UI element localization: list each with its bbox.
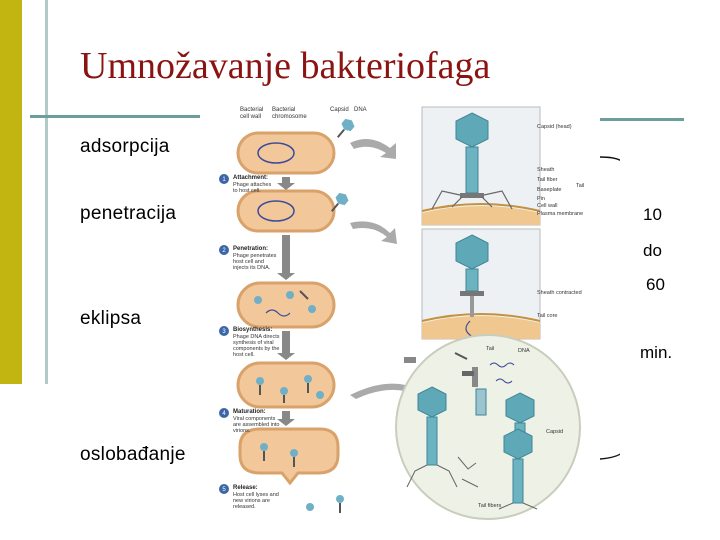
label-pin: Pin <box>537 196 545 202</box>
svg-text:Host cell lyses and: Host cell lyses and <box>233 492 279 498</box>
svg-text:Maturation:: Maturation: <box>233 409 266 415</box>
inset-label-tail-fibers: Tail fibers <box>478 503 501 509</box>
svg-text:4: 4 <box>222 411 226 417</box>
label-sheath-contracted: Sheath contracted <box>537 290 582 296</box>
svg-text:Phage DNA directs: Phage DNA directs <box>233 334 280 340</box>
arrow-to-detail-2 <box>350 221 397 244</box>
label-baseplate: Baseplate <box>537 187 561 193</box>
title-underline-left <box>30 115 200 118</box>
label-bacterial-cell-wall-1: Bacterial <box>240 107 263 113</box>
label-bacterial-chromosome-1: Bacterial <box>272 107 295 113</box>
label-capsid-head: Capsid (head) <box>537 124 572 130</box>
side-accent-bar <box>0 0 22 384</box>
cell-penetration <box>236 189 349 233</box>
svg-text:Phage attaches: Phage attaches <box>233 182 271 188</box>
svg-text:Biosynthesis:: Biosynthesis: <box>233 327 272 333</box>
step-1: 1 Attachment: Phage attaches to host cel… <box>219 174 271 194</box>
bacteriophage-replication-figure: Bacterial cell wall Bacterial chromosome… <box>219 106 620 520</box>
label-tail: Tail <box>576 183 584 189</box>
arrow-to-detail-1 <box>350 139 396 159</box>
inset-label-tail: Tail <box>486 346 494 352</box>
svg-text:released.: released. <box>233 504 256 510</box>
stage-penetracija: penetracija <box>80 203 177 224</box>
label-cell-wall: Cell wall <box>537 203 557 209</box>
svg-text:injects its DNA.: injects its DNA. <box>233 265 271 271</box>
time-to: 60 <box>646 275 665 294</box>
title-underline-right <box>600 118 684 121</box>
time-brace <box>599 156 620 460</box>
label-tail-fiber: Tail fiber <box>537 177 558 183</box>
step-2: 2 Penetration: Phage penetrates host cel… <box>219 245 277 271</box>
label-plasma-membrane: Plasma membrane <box>537 211 583 217</box>
label-sheath: Sheath <box>537 167 554 173</box>
svg-text:Release:: Release: <box>233 485 258 491</box>
flow-arrows <box>277 177 295 426</box>
svg-text:are assembled into: are assembled into <box>233 422 279 428</box>
phage-attached-detail <box>421 106 541 226</box>
assembly-inset <box>395 334 581 520</box>
svg-text:host cell.: host cell. <box>233 352 255 358</box>
svg-text:1: 1 <box>222 177 226 183</box>
svg-text:Penetration:: Penetration: <box>233 246 268 252</box>
svg-text:new virions are: new virions are <box>233 498 270 504</box>
phage-contracted-detail <box>421 228 541 348</box>
svg-text:components by the: components by the <box>233 346 279 352</box>
time-separator: do <box>643 241 662 260</box>
cell-release <box>238 427 344 513</box>
cell-maturation <box>236 361 336 409</box>
stage-adsorpcija: adsorpcija <box>80 136 170 157</box>
svg-text:Phage penetrates: Phage penetrates <box>233 253 277 259</box>
inset-label-capsid: Capsid <box>546 429 563 435</box>
step-4: 4 Maturation: Viral components are assem… <box>219 408 279 434</box>
time-from: 10 <box>643 205 662 224</box>
svg-text:5: 5 <box>222 487 226 493</box>
label-bacterial-cell-wall-2: cell wall <box>240 114 261 120</box>
cell-attachment <box>236 118 355 175</box>
svg-text:synthesis of viral: synthesis of viral <box>233 340 274 346</box>
slide-title: Umnožavanje bakteriofaga <box>80 45 491 87</box>
svg-text:2: 2 <box>222 248 226 254</box>
svg-text:Attachment:: Attachment: <box>233 175 268 181</box>
label-tail-core: Tail core <box>537 313 557 319</box>
label-bacterial-chromosome-2: chromosome <box>272 114 307 120</box>
svg-text:to host cell.: to host cell. <box>233 188 261 194</box>
step-3: 3 Biosynthesis: Phage DNA directs synthe… <box>219 326 280 358</box>
svg-text:Viral components: Viral components <box>233 416 276 422</box>
svg-text:virions.: virions. <box>233 428 251 434</box>
inset-label-dna: DNA <box>518 348 530 354</box>
cell-biosynthesis <box>236 281 336 329</box>
stage-oslobadjanje: oslobađanje <box>80 444 186 465</box>
svg-text:host cell and: host cell and <box>233 259 264 265</box>
label-capsid-top: Capsid <box>330 107 349 113</box>
stage-eklipsa: eklipsa <box>80 308 142 329</box>
svg-text:3: 3 <box>222 329 226 335</box>
label-dna-top: DNA <box>354 107 367 113</box>
side-accent-line <box>45 0 48 384</box>
step-5: 5 Release: Host cell lyses and new virio… <box>219 484 279 510</box>
time-unit: min. <box>640 343 673 362</box>
